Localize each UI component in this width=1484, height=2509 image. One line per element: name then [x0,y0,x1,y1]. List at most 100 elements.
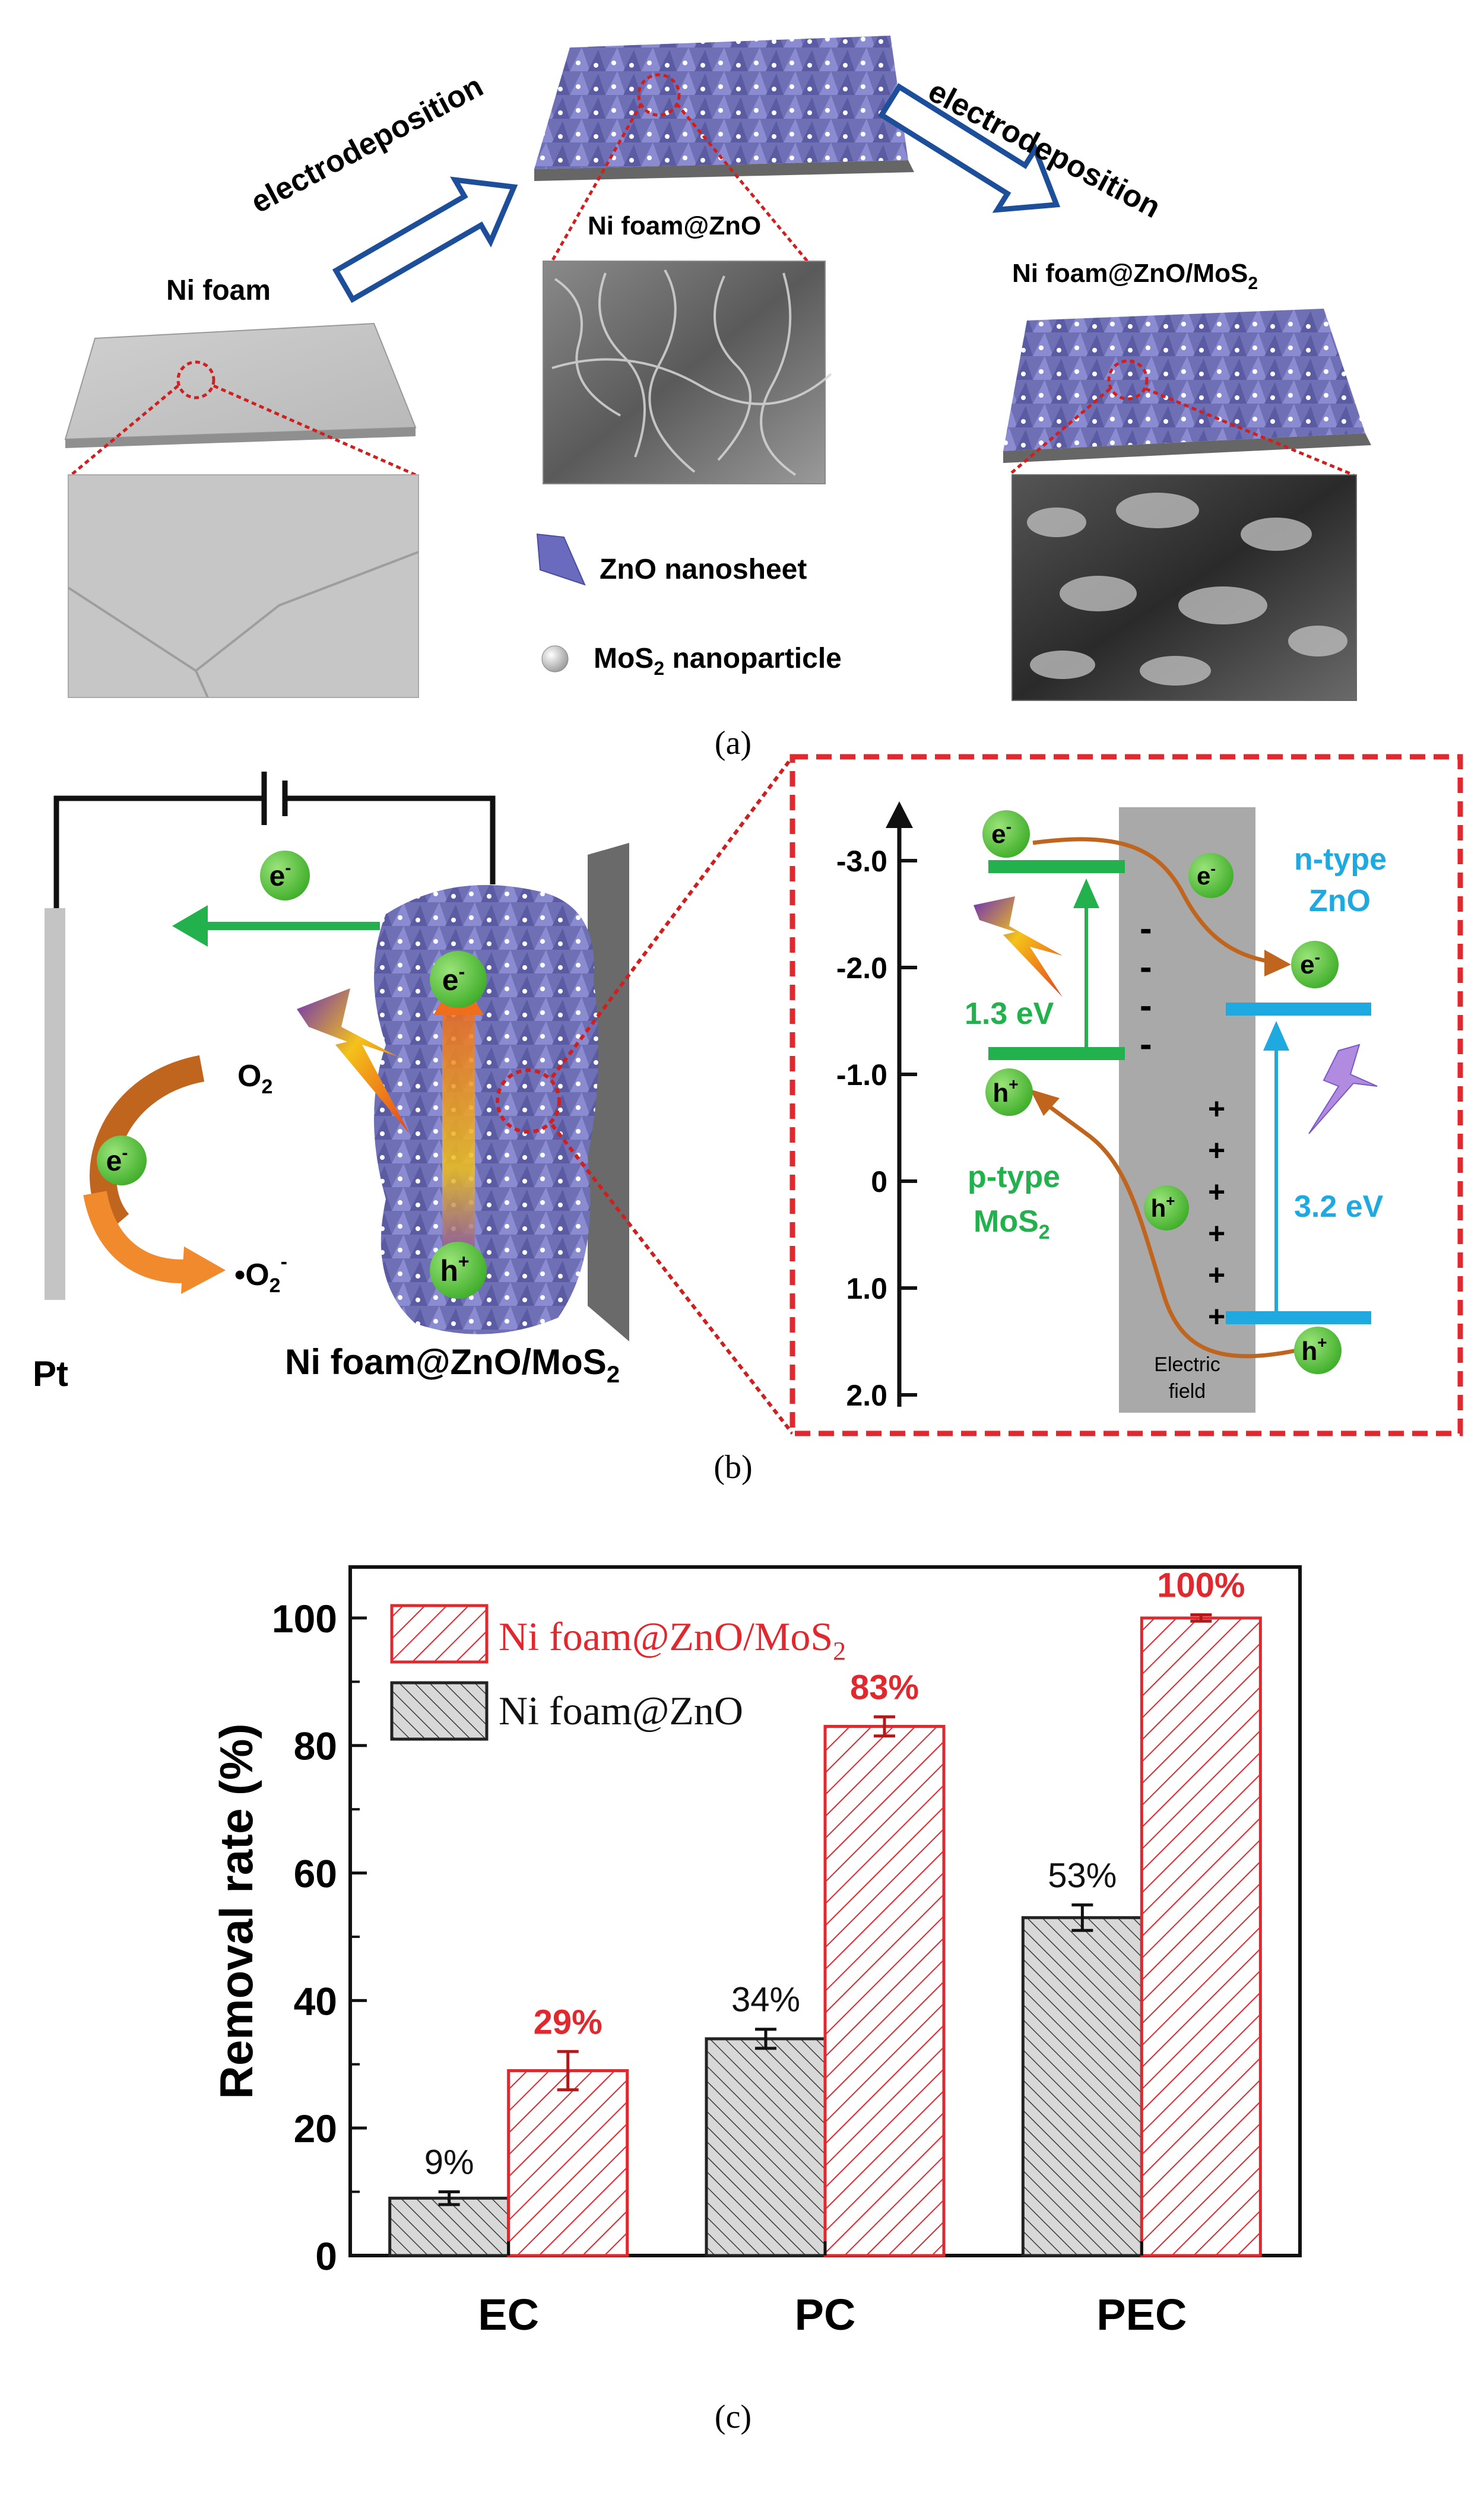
svg-text:+: + [1208,1092,1225,1125]
svg-text:e-: e- [442,961,465,997]
composite-cluster [374,885,598,1334]
chart-bars: 9%29%34%83%53%100% [388,1566,1262,2257]
y-tick-label: 0 [315,2234,337,2278]
bar [507,2069,629,2257]
ni-foam-sem-image [68,474,419,698]
axis-ticks: -3.0 -2.0 -1.0 0 1.0 2.0 [836,845,917,1412]
svg-text:-: - [1140,947,1152,988]
hole-badge-field: h+ [1144,1185,1189,1230]
axis-tick-label: -1.0 [836,1058,887,1092]
electron-badge-field: e- [1188,853,1234,898]
axis-tick-label: -2.0 [836,951,887,985]
legend-label-zno: Ni foam@ZnO [499,1688,743,1733]
hole-badge-zno: h+ [1294,1327,1342,1374]
field-label-line2: field [1169,1380,1206,1403]
svg-text:-: - [1140,908,1152,949]
svg-text:e-: e- [269,858,291,892]
svg-text:+: + [1208,1217,1225,1250]
legend-label-composite: Ni foam@ZnO/MoS2 [499,1614,846,1666]
y-tick-label: 40 [294,1979,337,2023]
caption-b: (b) [714,1449,752,1486]
ni-foam-zno-label: Ni foam@ZnO [588,211,761,240]
charge-beam [442,1009,475,1276]
panel-a: Ni foam electrodeposition Ni foam@ZnO el… [64,36,1371,762]
axis-tick-label: 1.0 [846,1272,887,1305]
legend-swatch-composite [390,1604,489,1664]
ni-foam-zno-tile [534,36,908,169]
svg-text:-: - [1140,1024,1152,1065]
n-type-line2: ZnO [1309,884,1371,918]
x-tick-label: PEC [1096,2290,1187,2339]
mos2-gap-label: 1.3 eV [965,997,1054,1031]
electron-badge-electrode: e- [430,951,487,1008]
svg-text:e-: e- [991,817,1011,849]
svg-text:h+: h+ [1151,1192,1175,1222]
bar [705,2037,827,2257]
field-label-line1: Electric [1154,1353,1220,1376]
axis-tick-label: -3.0 [836,845,887,878]
svg-text:e-: e- [1197,859,1216,890]
y-axis-ticks: 0 20 40 60 80 100 [272,1597,367,2278]
svg-text:h+: h+ [440,1251,469,1287]
electron-transfer-arrow [1032,837,1271,964]
caption-a: (a) [715,725,751,762]
svg-text:h+: h+ [1301,1333,1327,1366]
composite-label-b: Ni foam@ZnO/MoS2 [285,1342,620,1388]
y-tick-label: 80 [294,1724,337,1768]
light-bolt-mos2 [974,896,1063,997]
energy-axis [886,801,913,1407]
data-label: 83% [850,1668,919,1706]
svg-text:+: + [1208,1300,1225,1333]
electrodeposition-arrow-2 [877,83,1061,213]
plus-charges: + + + + + + [1208,1092,1225,1333]
y-tick-label: 20 [294,2107,337,2150]
data-label: 100% [1157,1566,1245,1605]
data-label: 34% [731,1981,800,2019]
svg-text:+: + [1208,1134,1225,1167]
composite-label-a: Ni foam@ZnO/MoS2 [1012,259,1258,293]
y-tick-label: 60 [294,1852,337,1896]
electron-badge-wire: e- [260,851,310,900]
mos2-nanoparticle-icon [541,645,569,673]
composite-electrode [588,843,629,1341]
zno-nanosheet-icon [536,533,586,586]
svg-text:h+: h+ [992,1075,1018,1108]
zno-gap-label: 3.2 eV [1294,1190,1384,1224]
axis-tick-label: 0 [871,1165,887,1198]
minus-charges: - - - - [1140,908,1152,1065]
bar [1140,1616,1262,2257]
panel-b: Pt e- O2 e- •O2- e- h+ [33,754,1463,1486]
ni-foam-zno-sem-image [543,261,826,484]
n-type-line1: n-type [1294,842,1387,877]
electron-badge-zno: e- [1291,941,1339,988]
electrodeposition-arrow-1 [332,176,518,303]
hole-transfer-arrow [1034,1093,1298,1359]
hole-badge-mos2: h+ [985,1068,1033,1116]
pt-label: Pt [33,1354,68,1394]
svg-text:e-: e- [1300,948,1320,979]
svg-text:-: - [1140,985,1152,1026]
y-tick-label: 100 [272,1597,337,1641]
electron-badge-pt: e- [97,1135,147,1185]
axis-tick-label: 2.0 [846,1379,887,1412]
zno-nanosheet-label: ZnO nanosheet [600,554,807,585]
data-label: 29% [534,2003,603,2041]
light-bolt-left [297,988,410,1134]
hole-badge-electrode: h+ [430,1242,487,1299]
x-tick-label: PC [795,2290,856,2339]
svg-text:e-: e- [106,1143,128,1177]
superoxide-label: •O2- [234,1251,287,1297]
p-type-line2: MoS2 [974,1204,1050,1244]
legend-swatch-zno [390,1681,489,1741]
p-type-line1: p-type [968,1160,1060,1194]
caption-c: (c) [715,2399,751,2435]
electron-flow-arrow [172,905,208,947]
composite-tile-a [1003,309,1365,451]
pt-electrode [45,908,65,1300]
svg-text:+: + [1208,1175,1225,1208]
electron-badge-mos2: e- [982,810,1030,858]
o2-label: O2 [237,1059,272,1098]
mos2-nanoparticle-label: MoS2 nanoparticle [594,643,842,679]
